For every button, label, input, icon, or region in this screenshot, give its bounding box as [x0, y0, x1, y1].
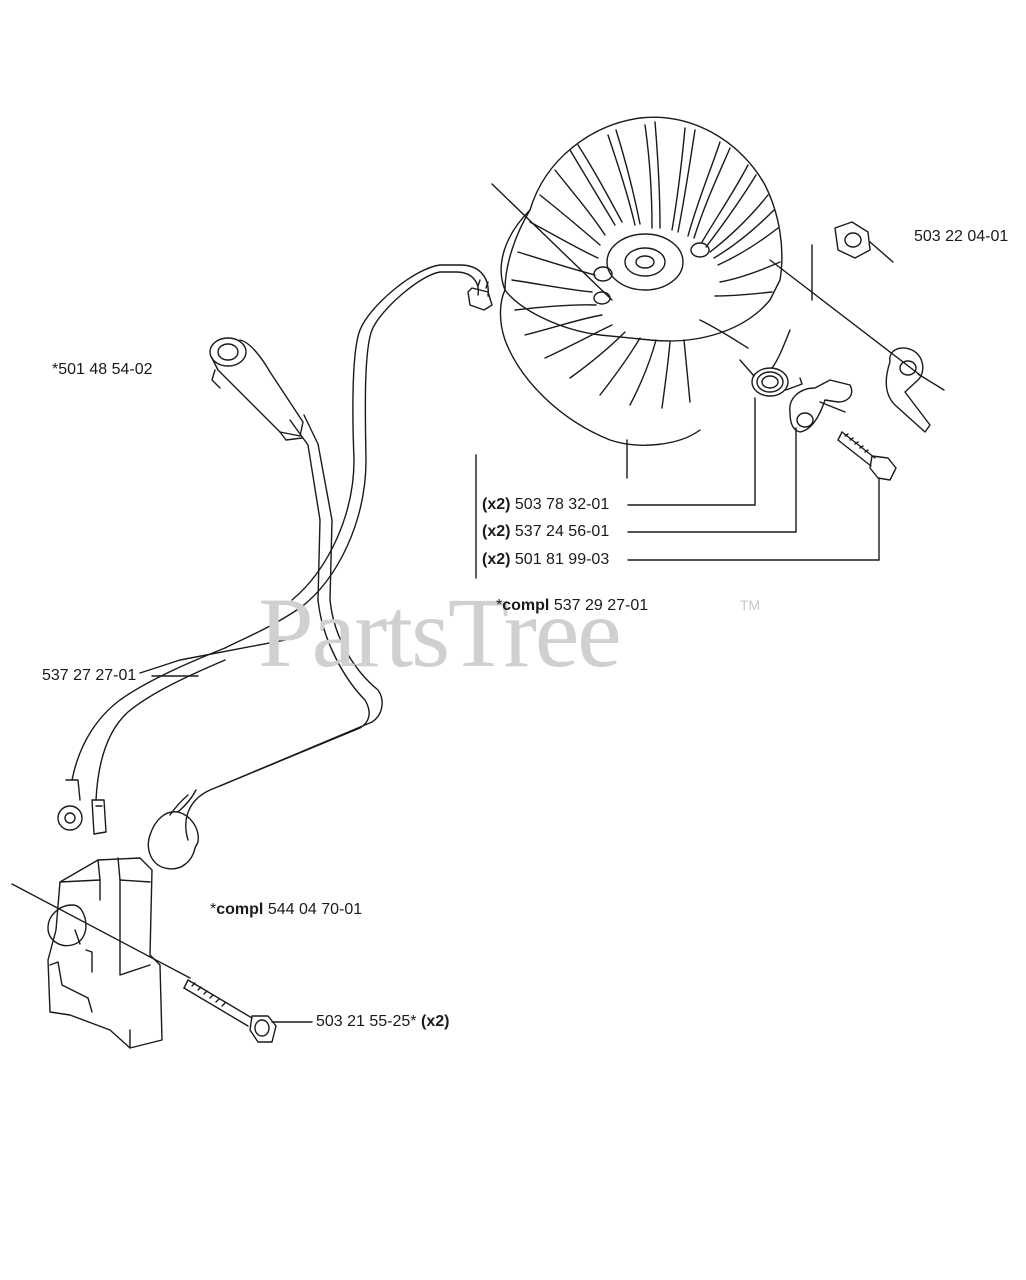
label-pawl-number: 537 24 56-01 [514, 523, 610, 540]
label-pawl-screw-qty: (x2) [482, 551, 511, 568]
label-flywheel-prefix: * [496, 597, 503, 614]
label-cable: 537 27 27-01 [42, 667, 137, 684]
trademark-mark: TM [740, 597, 761, 613]
label-spring-number: 503 78 32-01 [514, 496, 610, 513]
label-pawl: (x2) 537 24 56-01 [482, 523, 609, 541]
label-flywheel: *compl 537 29 27-01 [496, 597, 648, 615]
label-flywheel-compl: compl [502, 597, 550, 614]
pawl-screw-drawing [811, 244, 897, 561]
label-ignition-module-prefix: * [210, 901, 217, 918]
label-module-screw-qty: (x2) [420, 1013, 450, 1030]
label-module-screw-number: 503 21 55-25* [316, 1013, 417, 1030]
label-spring: (x2) 503 78 32-01 [482, 496, 609, 514]
pawl-drawing [789, 379, 853, 533]
ignition-module-drawing [11, 789, 199, 1049]
cable-drawing [57, 264, 493, 841]
label-pawl-qty: (x2) [482, 523, 511, 540]
label-spark-plug-cap: *501 48 54-02 [52, 361, 153, 378]
spark-plug-cap-drawing [209, 337, 333, 601]
label-nut: 503 22 04-01 [914, 228, 1009, 245]
label-ignition-module: *compl 544 04 70-01 [210, 901, 362, 919]
flywheel-drawing [491, 116, 783, 446]
label-module-screw: 503 21 55-25* (x2) [316, 1013, 449, 1031]
spring-drawing [739, 329, 803, 506]
module-screw-drawing [183, 979, 313, 1043]
label-ignition-module-number: 544 04 70-01 [267, 901, 363, 918]
label-pawl-screw: (x2) 501 81 99-03 [482, 551, 609, 569]
label-spring-qty: (x2) [482, 496, 511, 513]
watermark-logo: PartsTree [258, 577, 622, 688]
label-ignition-module-compl: compl [216, 901, 264, 918]
label-flywheel-number: 537 29 27-01 [553, 597, 649, 614]
nut-drawing [834, 221, 894, 263]
label-pawl-screw-number: 501 81 99-03 [514, 551, 610, 568]
washer-plate-drawing [769, 259, 945, 433]
callout-leaders [475, 439, 880, 579]
